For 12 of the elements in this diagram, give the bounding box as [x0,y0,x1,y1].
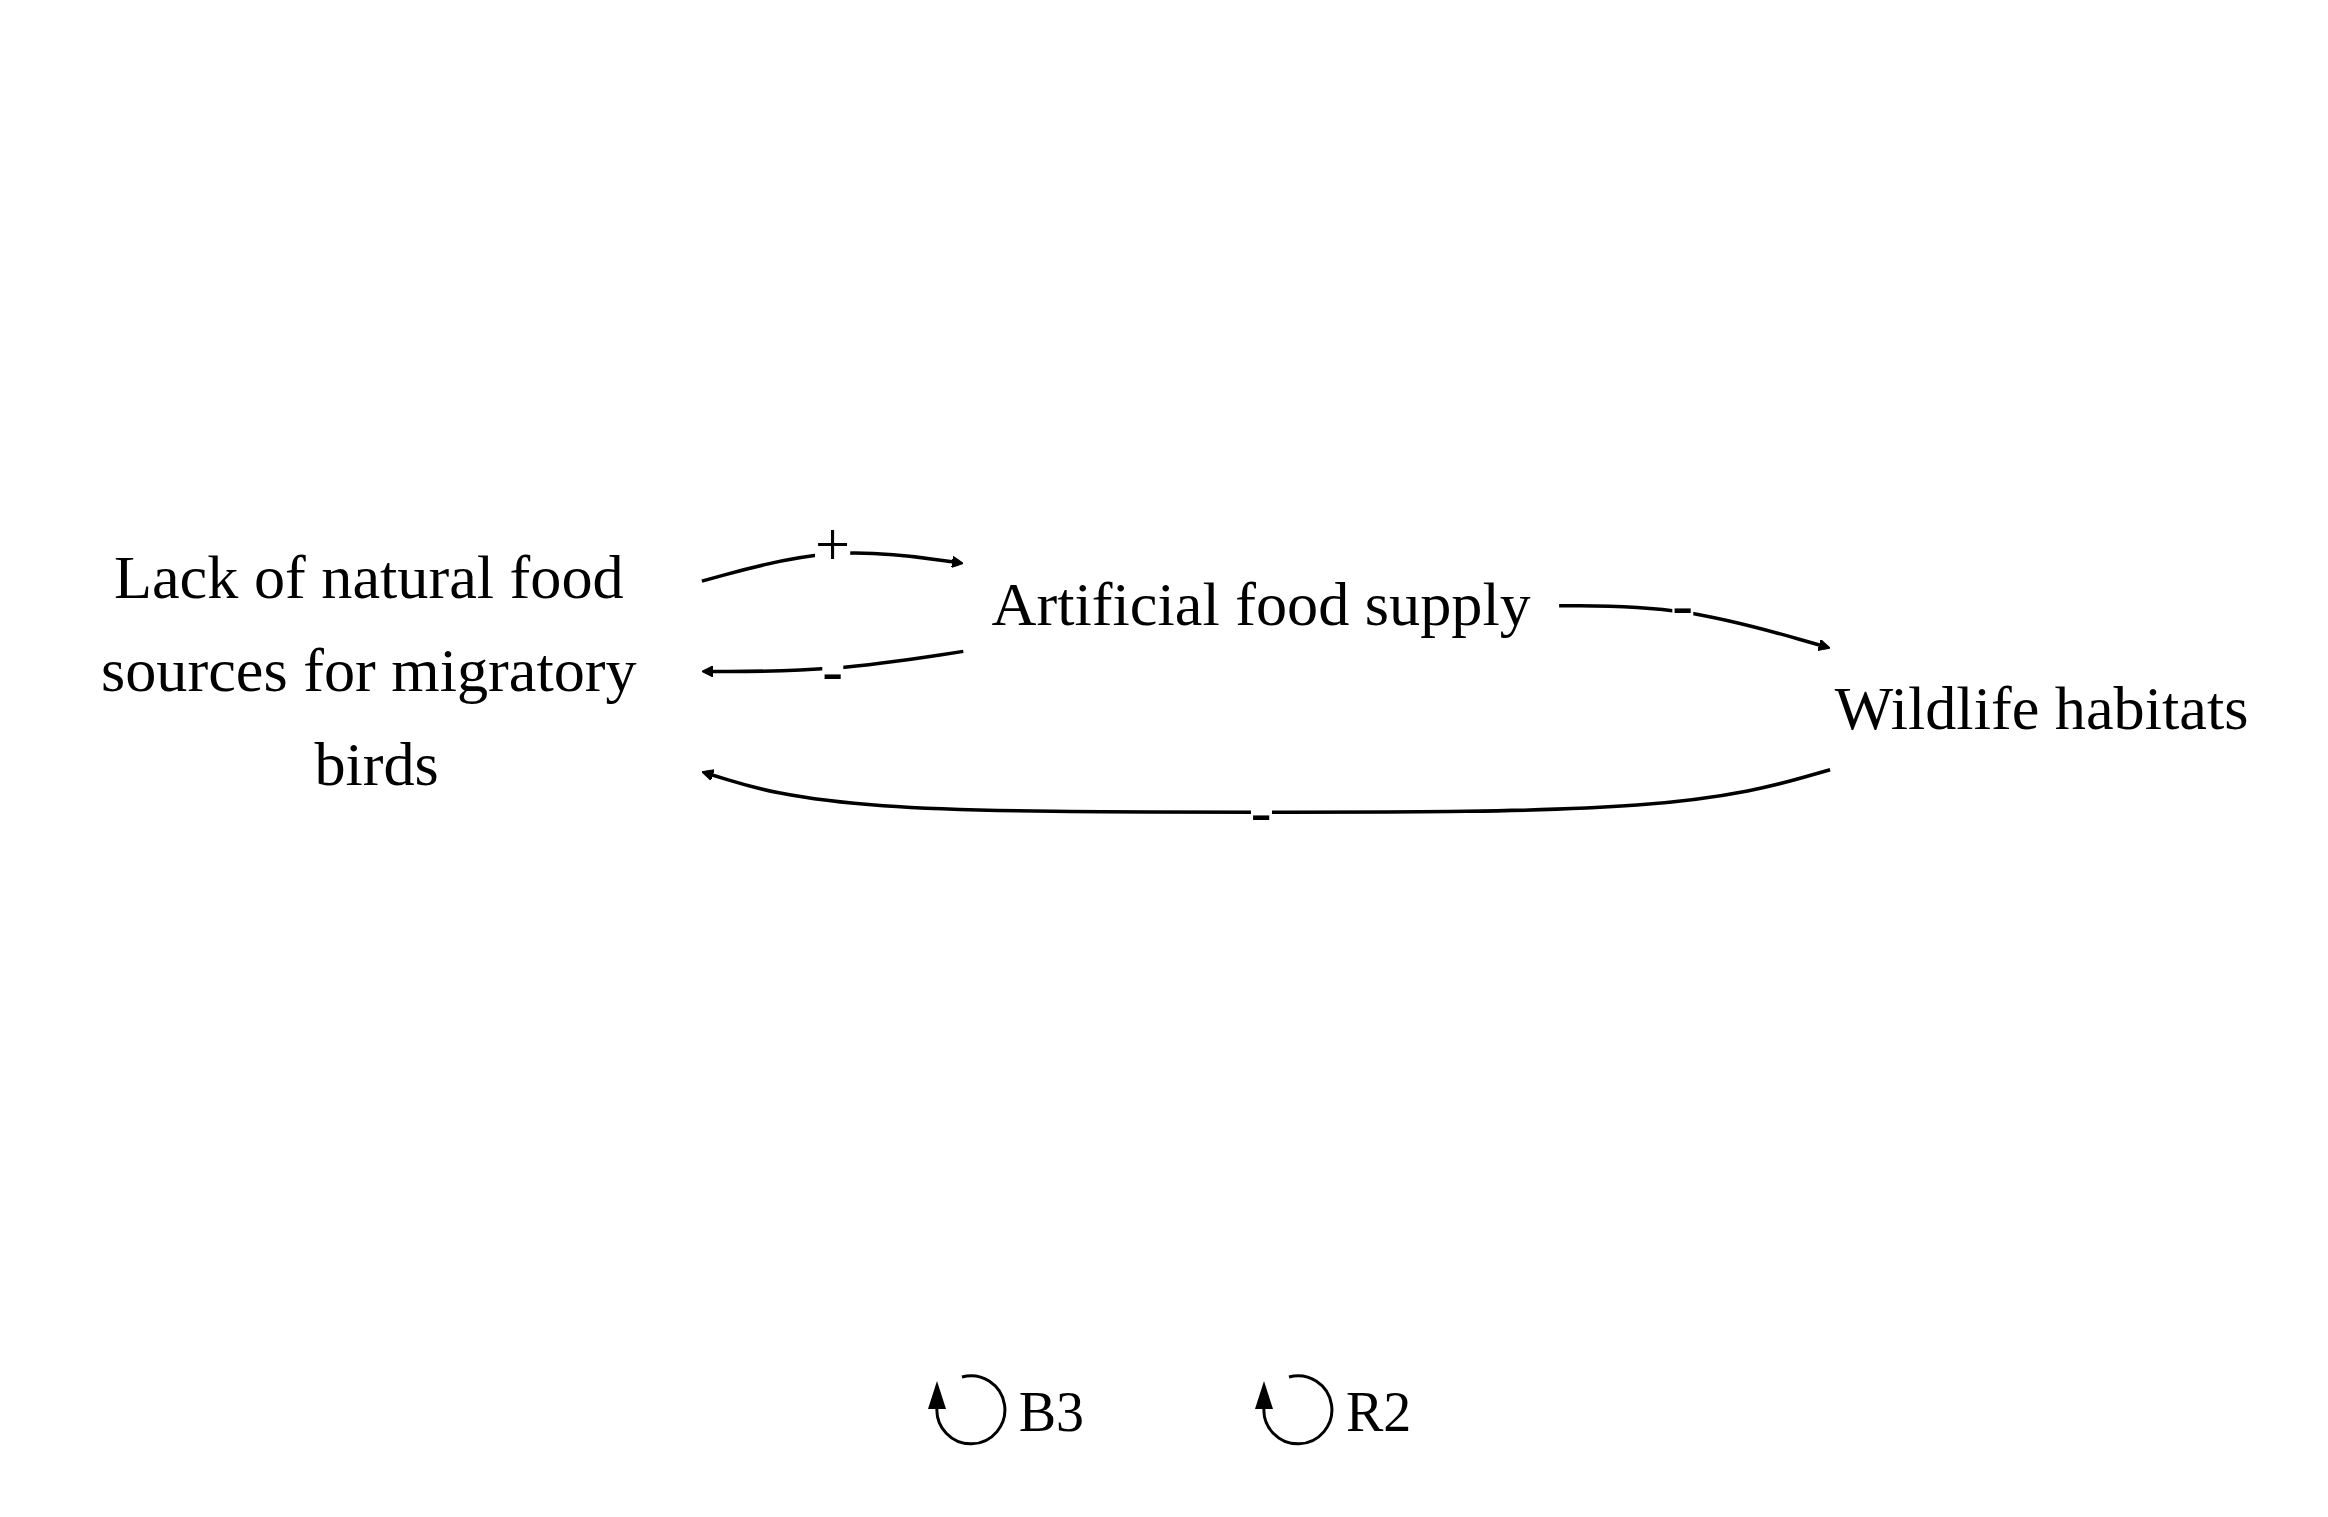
node-text: Artificial food supply [991,570,1531,640]
arrow [701,768,1831,814]
node-text: Wildlife habitats [1834,673,2249,743]
edge-label: - [822,636,843,706]
edge-label: - [1672,570,1693,640]
arrow [1559,603,1831,651]
loop-label: R2 [1346,1380,1412,1444]
arrow [701,649,964,678]
edge-label: + [815,509,851,579]
node-text: Lack of natural food sources for migratory birds [100,542,637,799]
loop-label: B3 [1018,1380,1084,1444]
edge-label: - [1250,776,1272,847]
